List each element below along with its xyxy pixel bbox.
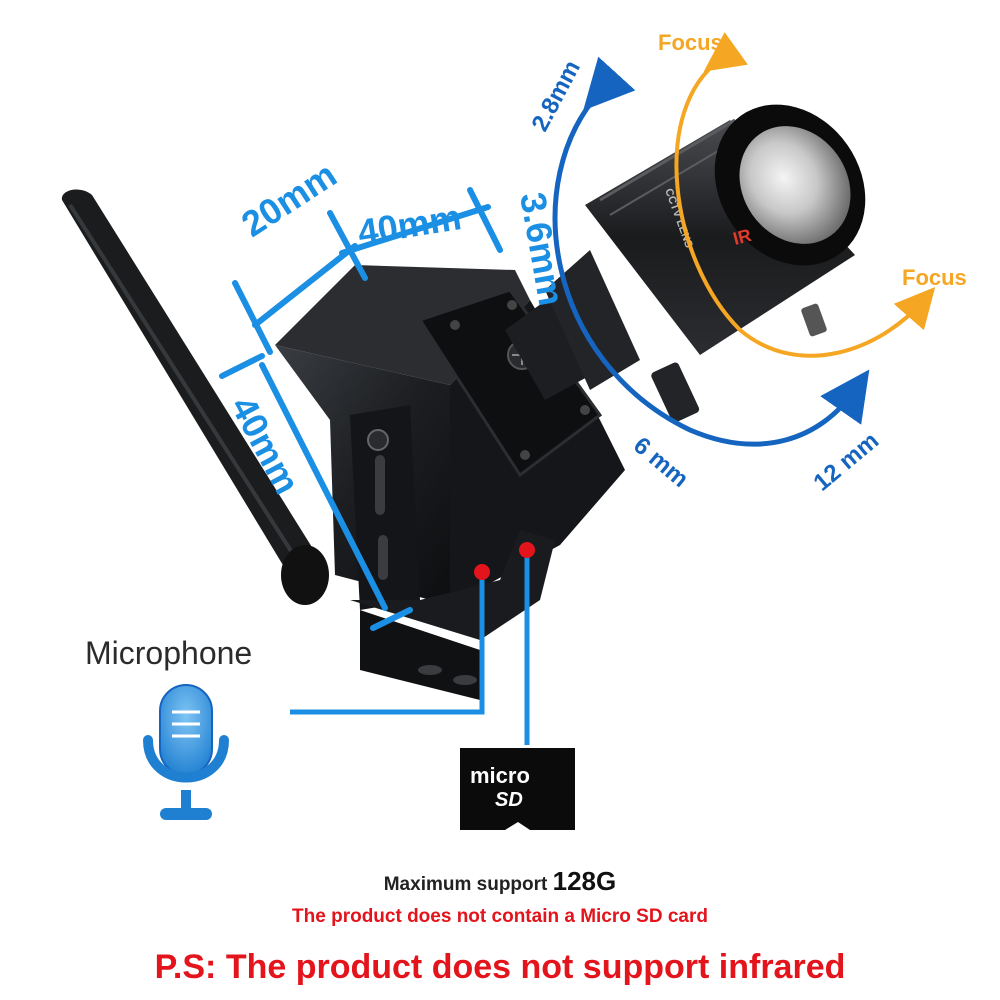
max-support-caption: Maximum support 128G bbox=[0, 866, 1000, 897]
sd-card-label-micro: micro bbox=[470, 763, 530, 788]
max-support-prefix: Maximum support bbox=[383, 874, 548, 895]
microphone-dot bbox=[474, 564, 490, 580]
width-dimension: 40mm bbox=[355, 196, 464, 253]
mounting-bracket bbox=[350, 405, 555, 700]
antenna bbox=[61, 189, 329, 605]
microphone-icon bbox=[143, 684, 229, 820]
focal-max-label: 12 mm bbox=[809, 427, 885, 497]
no-sd-card-notice: The product does not contain a Micro SD … bbox=[292, 906, 708, 927]
sd-card-label-sd: SD bbox=[495, 789, 523, 811]
dimension-lines bbox=[219, 187, 503, 631]
focus-arc bbox=[674, 32, 936, 358]
max-support-value: 128G bbox=[552, 866, 617, 896]
focus-label-top: Focus bbox=[658, 30, 723, 55]
sd-slot-dot bbox=[519, 542, 535, 558]
focal-mid-label: 6 mm bbox=[628, 432, 693, 493]
micro-sd-card-icon: micro SD bbox=[460, 748, 575, 830]
depth-dimension: 20mm bbox=[234, 154, 344, 245]
no-infrared-notice: P.S: The product does not support infrar… bbox=[154, 948, 846, 986]
callout-lines bbox=[290, 552, 530, 745]
zoom-arc bbox=[552, 56, 870, 447]
microphone-label: Microphone bbox=[85, 635, 253, 671]
focus-label-right: Focus bbox=[902, 265, 967, 290]
